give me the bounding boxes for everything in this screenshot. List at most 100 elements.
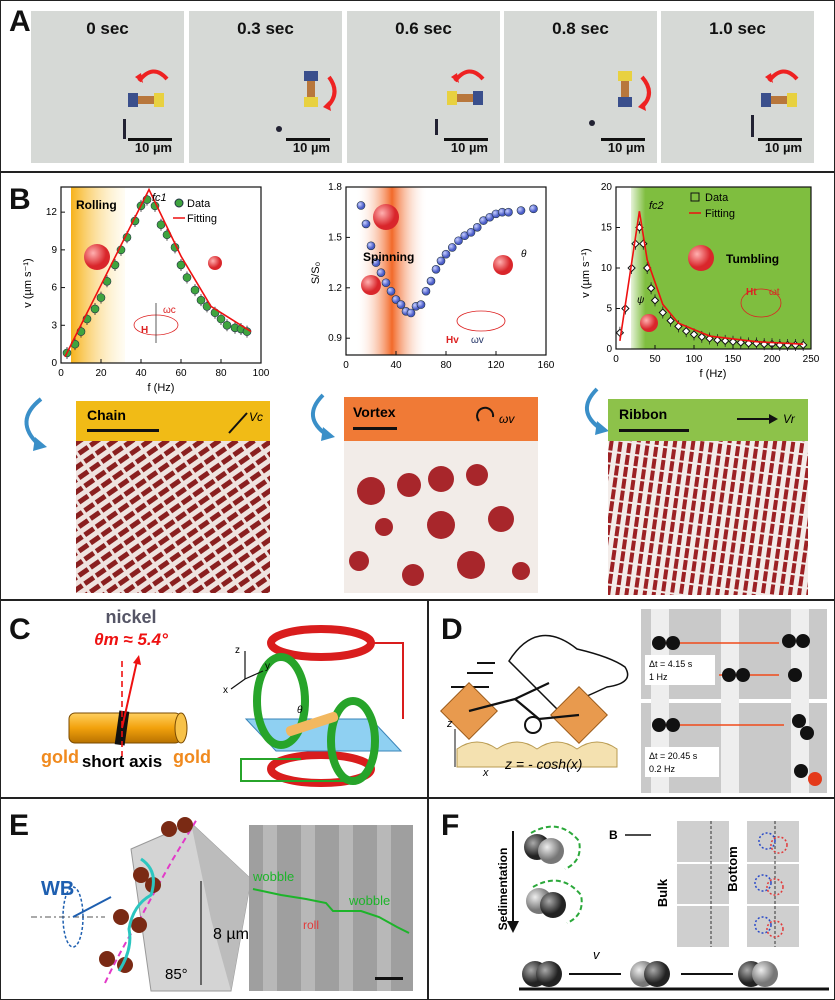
data-point bbox=[516, 206, 526, 215]
rotation-arrow-icon bbox=[476, 406, 495, 422]
y-tick-label: 10 bbox=[601, 263, 613, 274]
plot-1-xlabel: f (Hz) bbox=[148, 382, 175, 394]
roll-label: roll bbox=[303, 918, 319, 932]
small-ball-icon bbox=[640, 314, 658, 332]
data-point bbox=[182, 273, 192, 282]
y-axis-label: y bbox=[265, 661, 270, 672]
data-point bbox=[366, 241, 376, 251]
curved-arrow-head bbox=[321, 427, 335, 441]
dimer-sphere bbox=[540, 892, 566, 918]
moment-arrow-head bbox=[133, 655, 141, 665]
spinning-ball-icon-2 bbox=[361, 275, 381, 295]
y-tick-label: 5 bbox=[606, 304, 612, 315]
y-tick-label: 9 bbox=[51, 245, 57, 256]
ribbon-panel: Ribbon Vr bbox=[608, 399, 808, 595]
bottom-micrograph bbox=[747, 821, 799, 947]
data-point bbox=[416, 300, 426, 309]
dimer-sphere bbox=[752, 961, 778, 987]
data-point bbox=[529, 204, 538, 214]
panel-a-label: A bbox=[9, 5, 31, 38]
rolling-particle-icon bbox=[276, 71, 337, 132]
frame-3: 0.8 sec 10 µm bbox=[504, 11, 657, 163]
plot-1-marks bbox=[62, 187, 252, 359]
arrow-head bbox=[769, 414, 778, 424]
spinning-label: Spinning bbox=[363, 250, 414, 264]
x-tick-label: 150 bbox=[725, 354, 742, 365]
data-point bbox=[689, 330, 699, 339]
x-tick-label: 200 bbox=[764, 354, 781, 365]
x-tick-label: 40 bbox=[390, 360, 402, 371]
tumbling-ball-icon bbox=[688, 245, 714, 271]
frame-time: 0.6 sec bbox=[395, 19, 452, 38]
data-point bbox=[472, 223, 482, 232]
dimer-particles bbox=[99, 817, 193, 973]
field-label: Ht bbox=[746, 287, 757, 298]
angle-label: θm ≈ 5.4° bbox=[94, 630, 168, 649]
velocity-arrow-icon bbox=[228, 412, 248, 434]
data-point bbox=[681, 326, 691, 336]
vortex-clusters bbox=[349, 464, 530, 586]
panel-c-graphics: nickel θm ≈ 5.4° gold gold short axis bbox=[41, 607, 404, 787]
theta-label: θ bbox=[521, 249, 527, 260]
frame-time: 0.8 sec bbox=[552, 19, 609, 38]
left-coil bbox=[253, 653, 309, 749]
panel-d: D z x z = - cosh(x) bbox=[428, 600, 835, 798]
frame-0: 0 sec 10 µm bbox=[31, 11, 184, 163]
arrow-head bbox=[507, 921, 519, 933]
fc1-label: fc1 bbox=[152, 192, 167, 204]
y-tick-label: 1.2 bbox=[328, 283, 342, 294]
scale-label: 10 µm bbox=[450, 140, 488, 155]
plot-2-marks bbox=[356, 201, 538, 318]
rolling-label: Rolling bbox=[76, 198, 117, 212]
data-point bbox=[454, 236, 463, 246]
x-axis-label: x bbox=[223, 685, 228, 696]
x-tick-label: 50 bbox=[649, 354, 661, 365]
y-tick-label: 0.9 bbox=[328, 333, 342, 344]
data-point bbox=[658, 308, 668, 317]
data-point bbox=[650, 296, 660, 305]
bulk-micrograph bbox=[677, 821, 729, 947]
x-tick-label: 100 bbox=[253, 368, 270, 379]
data-point bbox=[90, 304, 100, 314]
dt-label-1: Δt = 4.15 s bbox=[649, 659, 693, 669]
y-tick-label: 20 bbox=[601, 182, 613, 193]
data-point bbox=[713, 335, 722, 345]
panel-e-label: E bbox=[9, 809, 30, 842]
y-tick-label: 15 bbox=[601, 223, 613, 234]
field-ellipse bbox=[456, 310, 506, 332]
bottom-label: Bottom bbox=[725, 846, 740, 892]
y-tick-label: 1.8 bbox=[328, 182, 342, 193]
x-tick-label: 40 bbox=[135, 368, 147, 379]
y-axis bbox=[244, 670, 264, 680]
data-point bbox=[96, 293, 106, 302]
omega-label: ωv bbox=[471, 335, 484, 346]
ribbon-micrograph bbox=[608, 441, 808, 595]
data-point bbox=[216, 314, 226, 324]
data-point bbox=[431, 265, 441, 274]
y-tick-label: 1.5 bbox=[328, 232, 342, 243]
data-point bbox=[421, 286, 431, 296]
plot-3-xlabel: f (Hz) bbox=[700, 368, 727, 380]
x-tick-label: 160 bbox=[538, 360, 555, 371]
legend-data: Data bbox=[187, 198, 211, 210]
data-point bbox=[646, 284, 656, 293]
x-tick-label: 0 bbox=[613, 354, 619, 365]
data-point bbox=[426, 276, 436, 286]
chain-panel: Chain Vc bbox=[76, 401, 270, 593]
data-point bbox=[396, 300, 406, 309]
frame-time: 0.3 sec bbox=[237, 19, 294, 38]
groove-stripes bbox=[263, 825, 391, 991]
scale-bar bbox=[87, 429, 159, 432]
data-point bbox=[406, 308, 416, 318]
y-tick-label: 0 bbox=[606, 344, 612, 355]
velocity-label: v bbox=[593, 947, 601, 962]
data-point bbox=[156, 220, 166, 230]
curved-arrow-head bbox=[595, 421, 609, 435]
data-point bbox=[176, 260, 186, 270]
y-tick-label: 0 bbox=[51, 358, 57, 369]
